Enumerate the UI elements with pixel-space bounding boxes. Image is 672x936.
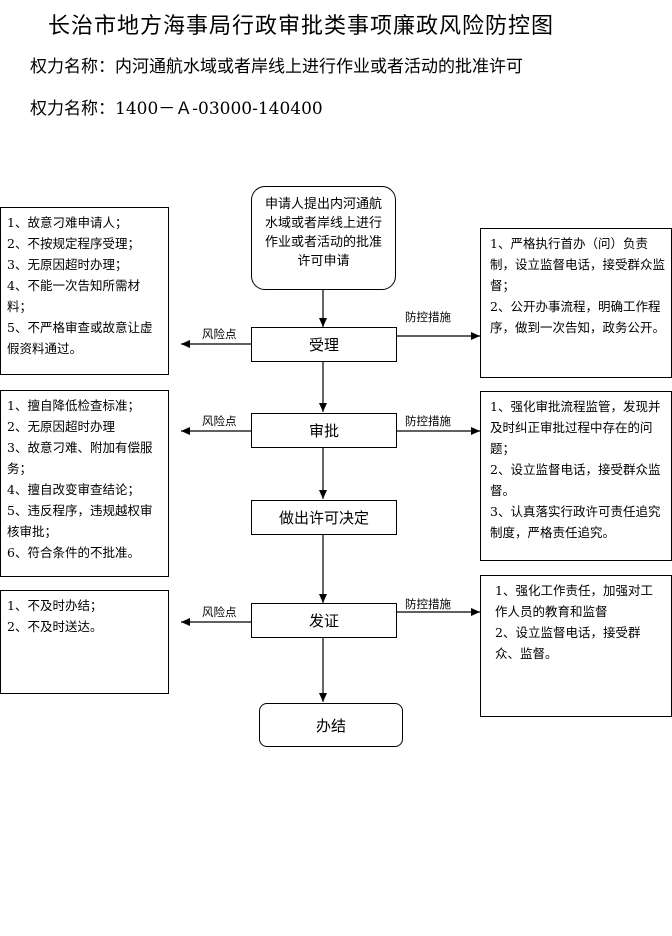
- risk-box-accept: 1、故意刁难申请人； 2、不按规定程序受理； 3、无原因超时办理； 4、不能一次…: [0, 207, 169, 375]
- step-end: 办结: [259, 703, 403, 747]
- step-issue-label: 发证: [308, 612, 339, 630]
- measure-box-accept: 1、严格执行首办（问）负责制，设立监督电话，接受群众监督； 2、公开办事流程，明…: [480, 228, 672, 378]
- step-decision: 做出许可决定: [251, 500, 397, 535]
- risk-item: 3、无原因超时办理；: [7, 257, 128, 272]
- power-code-line: 权力名称：1400－Ａ-03000-140400: [30, 99, 323, 119]
- step-accept-label: 受理: [308, 336, 339, 354]
- step-review-label: 审批: [308, 422, 339, 440]
- measure-item: 2、设立监督电话，接受群众、监督。: [495, 625, 641, 661]
- risk-item: 5、违反程序，违规越权审核审批；: [7, 503, 153, 539]
- risk-box-review: 1、擅自降低检查标准； 2、无原因超时办理 3、故意刁难、附加有偿服务； 4、擅…: [0, 390, 169, 577]
- measure-item: 1、严格执行首办（问）负责制，设立监督电话，接受群众监督；: [490, 236, 666, 293]
- risk-box-issue: 1、不及时办结； 2、不及时送达。: [0, 590, 169, 694]
- risk-item: 4、不能一次告知所需材料；: [7, 278, 140, 314]
- start-node: 申请人提出内河通航水域或者岸线上进行作业或者活动的批准许可申请: [251, 186, 396, 290]
- control-label-issue: 防控措施: [405, 597, 451, 611]
- start-node-text: 申请人提出内河通航水域或者岸线上进行作业或者活动的批准许可申请: [264, 197, 382, 269]
- measure-item: 1、强化审批流程监管，发现并及时纠正审批过程中存在的问题；: [490, 399, 661, 456]
- measure-item: 1、强化工作责任，加强对工作人员的教育和监督: [495, 583, 653, 619]
- step-accept: 受理: [251, 327, 397, 362]
- power-name-line: 权力名称：内河通航水域或者岸线上进行作业或者活动的批准许可: [30, 57, 523, 77]
- risk-item: 3、故意刁难、附加有偿服务；: [7, 440, 153, 476]
- measure-item: 2、公开办事流程，明确工作程序，做到一次告知，政务公开。: [490, 299, 666, 335]
- risk-item: 2、不按规定程序受理；: [7, 236, 140, 251]
- risk-point-label-issue: 风险点: [202, 605, 237, 619]
- risk-item: 1、不及时办结；: [7, 598, 103, 613]
- risk-item: 1、擅自降低检查标准；: [7, 398, 140, 413]
- risk-item: 6、符合条件的不批准。: [7, 545, 140, 560]
- risk-item: 1、故意刁难申请人；: [7, 215, 128, 230]
- risk-point-label-review: 风险点: [202, 414, 237, 428]
- page-title: 长治市地方海事局行政审批类事项廉政风险防控图: [48, 14, 555, 39]
- step-review: 审批: [251, 413, 397, 448]
- measure-box-issue: 1、强化工作责任，加强对工作人员的教育和监督 2、设立监督电话，接受群众、监督。: [480, 575, 672, 717]
- measure-item: 3、认真落实行政许可责任追究制度，严格责任追究。: [490, 504, 661, 540]
- risk-item: 5、不严格审查或故意让虚假资料通过。: [7, 320, 153, 356]
- step-decision-label: 做出许可决定: [278, 509, 369, 527]
- risk-item: 4、擅自改变审查结论；: [7, 482, 140, 497]
- control-label-accept: 防控措施: [405, 310, 451, 324]
- risk-item: 2、不及时送达。: [7, 619, 103, 634]
- measure-item: 2、设立监督电话，接受群众监督。: [490, 462, 661, 498]
- risk-point-label-accept: 风险点: [202, 327, 237, 341]
- step-end-label: 办结: [315, 716, 346, 735]
- step-issue: 发证: [251, 603, 397, 638]
- control-label-review: 防控措施: [405, 414, 451, 428]
- risk-item: 2、无原因超时办理: [7, 419, 115, 434]
- measure-box-review: 1、强化审批流程监管，发现并及时纠正审批过程中存在的问题； 2、设立监督电话，接…: [480, 391, 672, 561]
